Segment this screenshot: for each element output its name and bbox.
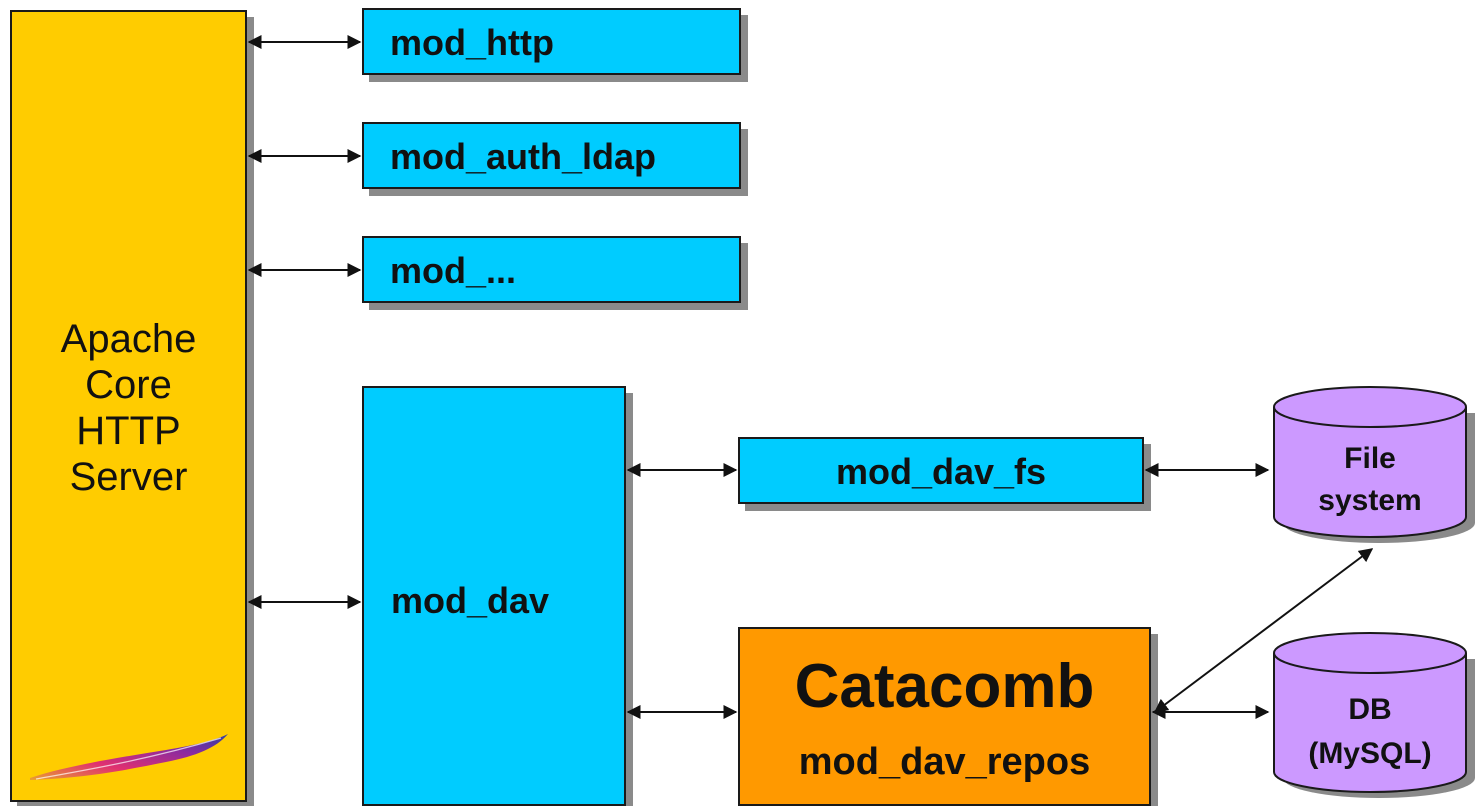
filesystem-label: File system (1274, 438, 1466, 522)
core-line-3: HTTP (76, 409, 181, 453)
mod-http-box: mod_http (362, 8, 741, 75)
filesystem-store: File system (1270, 386, 1482, 546)
apache-feather-icon (30, 734, 228, 780)
arrow-catacomb-filesystem (1153, 548, 1374, 713)
filesystem-line-1: File (1344, 442, 1396, 475)
mod-http-label: mod_http (390, 22, 554, 63)
mod-more-label: mod_... (390, 250, 517, 291)
mod-more-box: mod_... (362, 236, 741, 303)
db-label: DB (MySQL) (1274, 688, 1466, 776)
core-line-1: Apache (60, 317, 197, 361)
catacomb-box: Catacomb mod_dav_repos (738, 627, 1151, 806)
catacomb-title: Catacomb (794, 652, 1095, 721)
apache-core-box: Apache Core HTTP Server (10, 10, 247, 802)
mod-auth-ldap-label: mod_auth_ldap (390, 136, 657, 177)
apache-core-label: Apache Core HTTP Server (12, 316, 245, 500)
mod-auth-ldap-box: mod_auth_ldap (362, 122, 741, 189)
db-line-2: (MySQL) (1308, 737, 1432, 770)
filesystem-line-2: system (1318, 484, 1422, 517)
mod-dav-fs-label: mod_dav_fs (835, 451, 1047, 492)
catacomb-subtitle: mod_dav_repos (798, 741, 1091, 783)
core-line-4: Server (69, 455, 188, 499)
mod-dav-fs-box: mod_dav_fs (738, 437, 1144, 504)
mod-dav-box: mod_dav (362, 386, 626, 806)
core-line-2: Core (85, 363, 172, 407)
mod-dav-label: mod_dav (391, 580, 550, 621)
